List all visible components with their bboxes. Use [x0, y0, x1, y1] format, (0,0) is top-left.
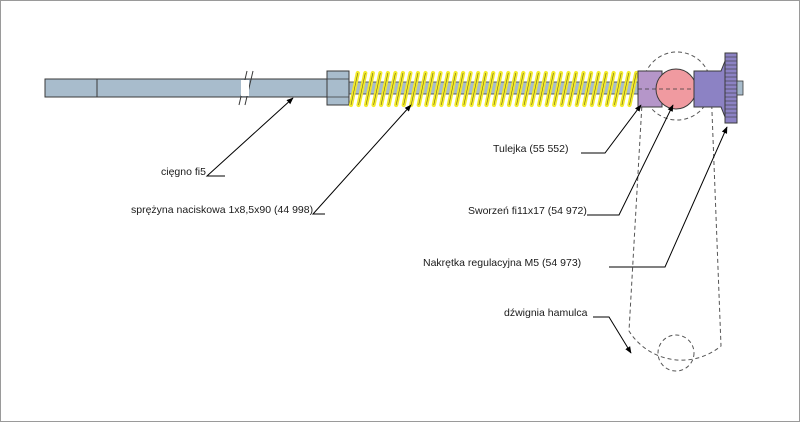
- spring-coil-edge: [508, 72, 517, 106]
- spring-coil-edge: [546, 72, 554, 106]
- spring-coil-edge: [448, 72, 456, 106]
- spring-coil-edge: [463, 72, 471, 106]
- label-tulejka: Tulejka (55 552): [493, 143, 568, 155]
- spring-coil-edge: [395, 72, 404, 106]
- label-sworzen: Sworzeń fi11x17 (54 972): [468, 205, 587, 217]
- spring-coil-edge: [478, 72, 487, 106]
- spring-coil-edge: [591, 72, 599, 106]
- label-nakretka: Nakrętka regulacyjna M5 (54 973): [423, 257, 581, 269]
- label-sprezyna: sprężyna naciskowa 1x8,5x90 (44 998): [131, 204, 313, 216]
- rod-body: [96, 78, 330, 98]
- spring-coil-edge: [629, 72, 637, 106]
- spring-coil-edge: [365, 72, 374, 106]
- spring-coil-edge: [561, 72, 569, 106]
- spring-coil-edge: [599, 72, 607, 106]
- spring-coil-edge: [410, 72, 419, 106]
- spring-coil-edge: [388, 72, 396, 106]
- leader-tulejka: [581, 104, 642, 154]
- spring-coil-edge: [418, 72, 426, 106]
- label-dzwignia: dźwignia hamulca: [504, 307, 588, 319]
- spring-coil-edge: [584, 72, 592, 106]
- spring-coil-edge: [553, 72, 562, 106]
- spring-coil-edge: [621, 72, 630, 106]
- leader-sprezyna: [311, 104, 412, 215]
- rod: [44, 70, 330, 106]
- spring-coil-edge: [380, 72, 389, 106]
- spring-coil-edge: [403, 72, 411, 106]
- lever-hole: [657, 334, 695, 372]
- spring-coil-edge: [425, 72, 434, 106]
- rod-nut: [326, 70, 350, 106]
- spring-coil-edge: [493, 72, 502, 106]
- spring-coils: [348, 70, 639, 108]
- leader-ciegno: [205, 97, 294, 177]
- spring-coil-edge: [516, 72, 524, 106]
- spring-coil-edge: [358, 72, 366, 106]
- spring-coil-edge: [531, 72, 539, 106]
- spring-coil-edge: [373, 72, 381, 106]
- spring-coil-edge: [456, 72, 464, 106]
- spring-coil-edge: [614, 72, 622, 106]
- rod-end: [44, 78, 98, 98]
- spring-coil-edge: [471, 72, 479, 106]
- spring-coil-edge: [606, 72, 614, 106]
- adjusting-nut: [693, 52, 744, 124]
- spring-coil-edge: [441, 72, 449, 106]
- spring-coil-edge: [501, 72, 509, 106]
- label-ciegno: cięgno fi5: [161, 166, 206, 178]
- leader-dzwignia: [593, 316, 632, 354]
- spring-coil-edge: [538, 72, 547, 106]
- spring-coil-edge: [350, 72, 359, 106]
- leader-sworzen: [587, 104, 674, 216]
- knurled-head: [724, 52, 738, 124]
- spring-coil-edge: [523, 72, 532, 106]
- spring-coil-edge: [576, 72, 584, 106]
- spring-coil-edge: [433, 72, 441, 106]
- leader-nakretka: [609, 126, 728, 268]
- spring-coil-edge: [486, 72, 494, 106]
- spring-coil-edge: [568, 72, 577, 106]
